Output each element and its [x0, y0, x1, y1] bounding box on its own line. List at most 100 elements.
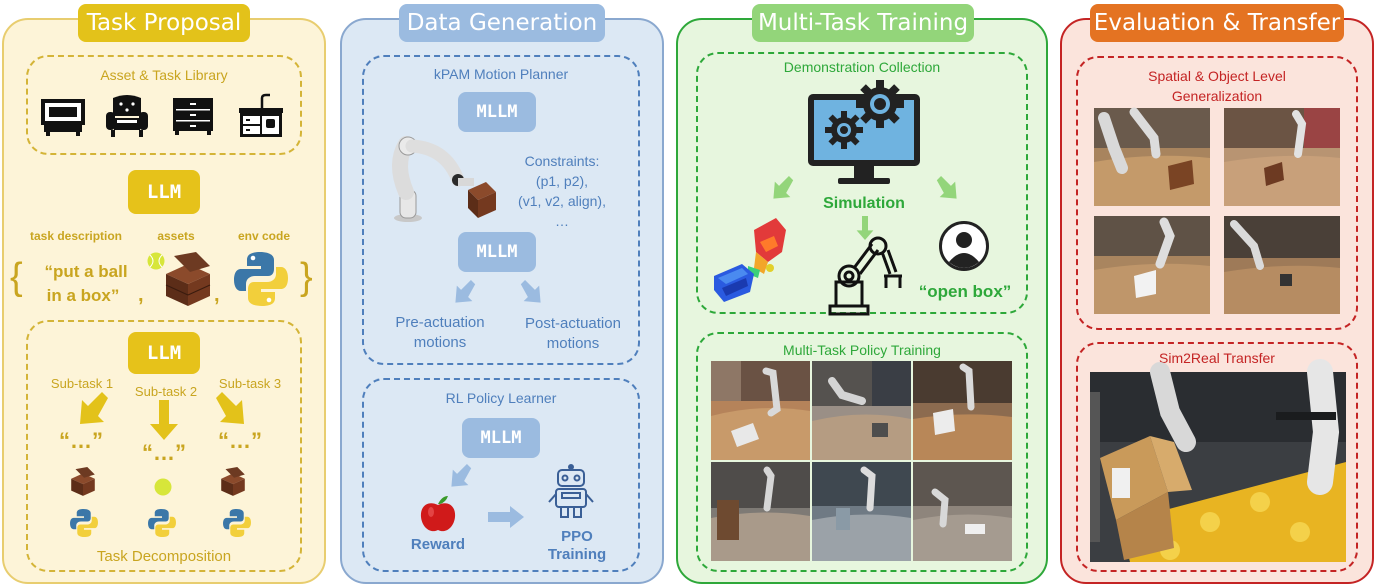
robot-icon	[548, 464, 594, 518]
comma-2: ,	[214, 284, 220, 306]
generalization-line: Spatial & Object Level	[1148, 68, 1286, 84]
eval-scene-image	[1224, 108, 1340, 206]
eval-scene-image	[1094, 216, 1210, 314]
ppo-line: Training	[547, 546, 607, 563]
python-logo-icon	[234, 252, 288, 306]
pre-actuation-label: Pre-actuation motions	[382, 313, 498, 353]
subtask-3-box-icon	[221, 467, 245, 496]
subtask-1-label: Sub-task 1	[50, 376, 114, 391]
comma-1: ,	[138, 284, 144, 306]
ppo-training-label: PPO Training	[532, 528, 622, 564]
ppo-line: PPO	[561, 528, 593, 545]
scene-grid	[711, 361, 1013, 563]
task-quote-line1: “put a ball	[44, 262, 128, 281]
subtask-2-python-icon	[148, 509, 176, 537]
subtask-1-python-icon	[70, 509, 98, 537]
llm-box: LLM	[128, 170, 200, 214]
eval-scene-image	[1094, 107, 1210, 206]
constraints-line: Constraints:	[524, 153, 600, 169]
scene-image	[711, 462, 810, 561]
task-proposal-title: Task Proposal	[78, 4, 250, 42]
robot-arm-icon	[392, 136, 496, 222]
rl-learner-box	[362, 378, 640, 572]
task-decomposition-label: Task Decomposition	[96, 548, 232, 565]
scene-image	[812, 361, 911, 460]
policy-training-label: Multi-Task Policy Training	[783, 342, 941, 358]
arrow-down-right-icon	[936, 176, 957, 199]
point-cloud-icon	[714, 218, 786, 302]
mllm-box-2: MLLM	[458, 232, 536, 272]
arrow-down-left-icon	[80, 392, 108, 424]
arrow-down-icon	[856, 216, 874, 240]
generalization-line: Generalization	[1171, 88, 1263, 104]
simulation-label: Simulation	[823, 195, 905, 212]
sim2real-box	[1076, 342, 1358, 572]
scene-image	[812, 462, 911, 561]
eval-scene-image	[1224, 216, 1340, 314]
generalization-grid	[1094, 107, 1340, 314]
arrow-right-icon	[488, 506, 524, 528]
constraints-line: (v1, v2, align),	[518, 193, 606, 209]
pre-actuation-line: motions	[413, 334, 467, 351]
generalization-label: Spatial & Object Level Generalization	[1076, 66, 1358, 106]
scene-image	[711, 361, 810, 460]
rl-learner-label: RL Policy Learner	[445, 390, 557, 406]
data-generation-title: Data Generation	[399, 4, 605, 42]
evaluation-title: Evaluation & Transfer	[1090, 4, 1344, 42]
subtask-1-ellipsis: “…”	[59, 428, 103, 453]
tv-icon	[41, 99, 85, 136]
generalization-box	[1076, 56, 1358, 330]
brace-open: {	[10, 256, 23, 298]
multi-task-title: Multi-Task Training	[752, 4, 974, 42]
task-description-label: task description	[29, 229, 123, 243]
monitor-gears-icon	[808, 80, 920, 184]
subtask-2-label: Sub-task 2	[134, 384, 198, 399]
subtask-3-python-icon	[223, 509, 251, 537]
tennis-ball-icon	[147, 252, 165, 270]
post-actuation-label: Post-actuation motions	[514, 314, 632, 354]
scene-image	[913, 361, 1012, 460]
post-actuation-line: Post-actuation	[525, 315, 621, 332]
constraints-text: Constraints: (p1, p2), (v1, v2, align), …	[500, 151, 624, 231]
assets-label: assets	[157, 229, 195, 243]
kpam-label: kPAM Motion Planner	[433, 66, 569, 82]
arrow-down-right-icon	[520, 280, 541, 303]
robot-arm-outline-icon	[828, 236, 902, 316]
scene-image	[913, 462, 1012, 561]
open-box-label: “open box”	[918, 282, 1012, 301]
asset-library-box	[26, 55, 302, 155]
kitchen-sink-icon	[239, 93, 283, 137]
task-decomposition-box	[26, 320, 302, 572]
sim2real-photo	[1090, 359, 1346, 562]
constraints-line: (p1, p2),	[535, 173, 589, 189]
env-code-label: env code	[237, 229, 291, 243]
wooden-box-icon	[165, 252, 211, 306]
arrow-down-icon	[150, 400, 178, 440]
reward-label: Reward	[410, 536, 466, 553]
mllm-box-1: MLLM	[458, 92, 536, 132]
pre-actuation-line: Pre-actuation	[395, 314, 485, 331]
dresser-icon	[173, 98, 213, 135]
subtask-1-box-icon	[71, 467, 95, 496]
mllm-box-3: MLLM	[462, 418, 540, 458]
subtask-3-ellipsis: “…”	[218, 428, 262, 453]
task-quote-line2: in a box”	[46, 286, 120, 305]
user-avatar-icon	[939, 221, 989, 271]
policy-training-box	[696, 332, 1028, 572]
brace-close: }	[300, 256, 313, 298]
post-actuation-line: motions	[546, 335, 600, 352]
arrow-down-left-icon	[455, 280, 476, 303]
kpam-box	[362, 55, 640, 365]
apple-icon	[420, 496, 456, 532]
armchair-icon	[106, 95, 148, 137]
subtask-3-label: Sub-task 3	[218, 376, 282, 391]
sim2real-label: Sim2Real Transfer	[1159, 350, 1275, 366]
constraints-line: …	[555, 213, 569, 229]
decomposition-llm-box: LLM	[128, 332, 200, 374]
subtask-2-ellipsis: “…”	[142, 440, 186, 465]
subtask-2-ball-icon	[154, 478, 172, 496]
arrow-down-left-icon	[773, 176, 794, 199]
arrow-down-right-icon	[216, 392, 244, 424]
asset-library-label: Asset & Task Library	[100, 67, 228, 83]
demonstration-label: Demonstration Collection	[783, 59, 941, 75]
